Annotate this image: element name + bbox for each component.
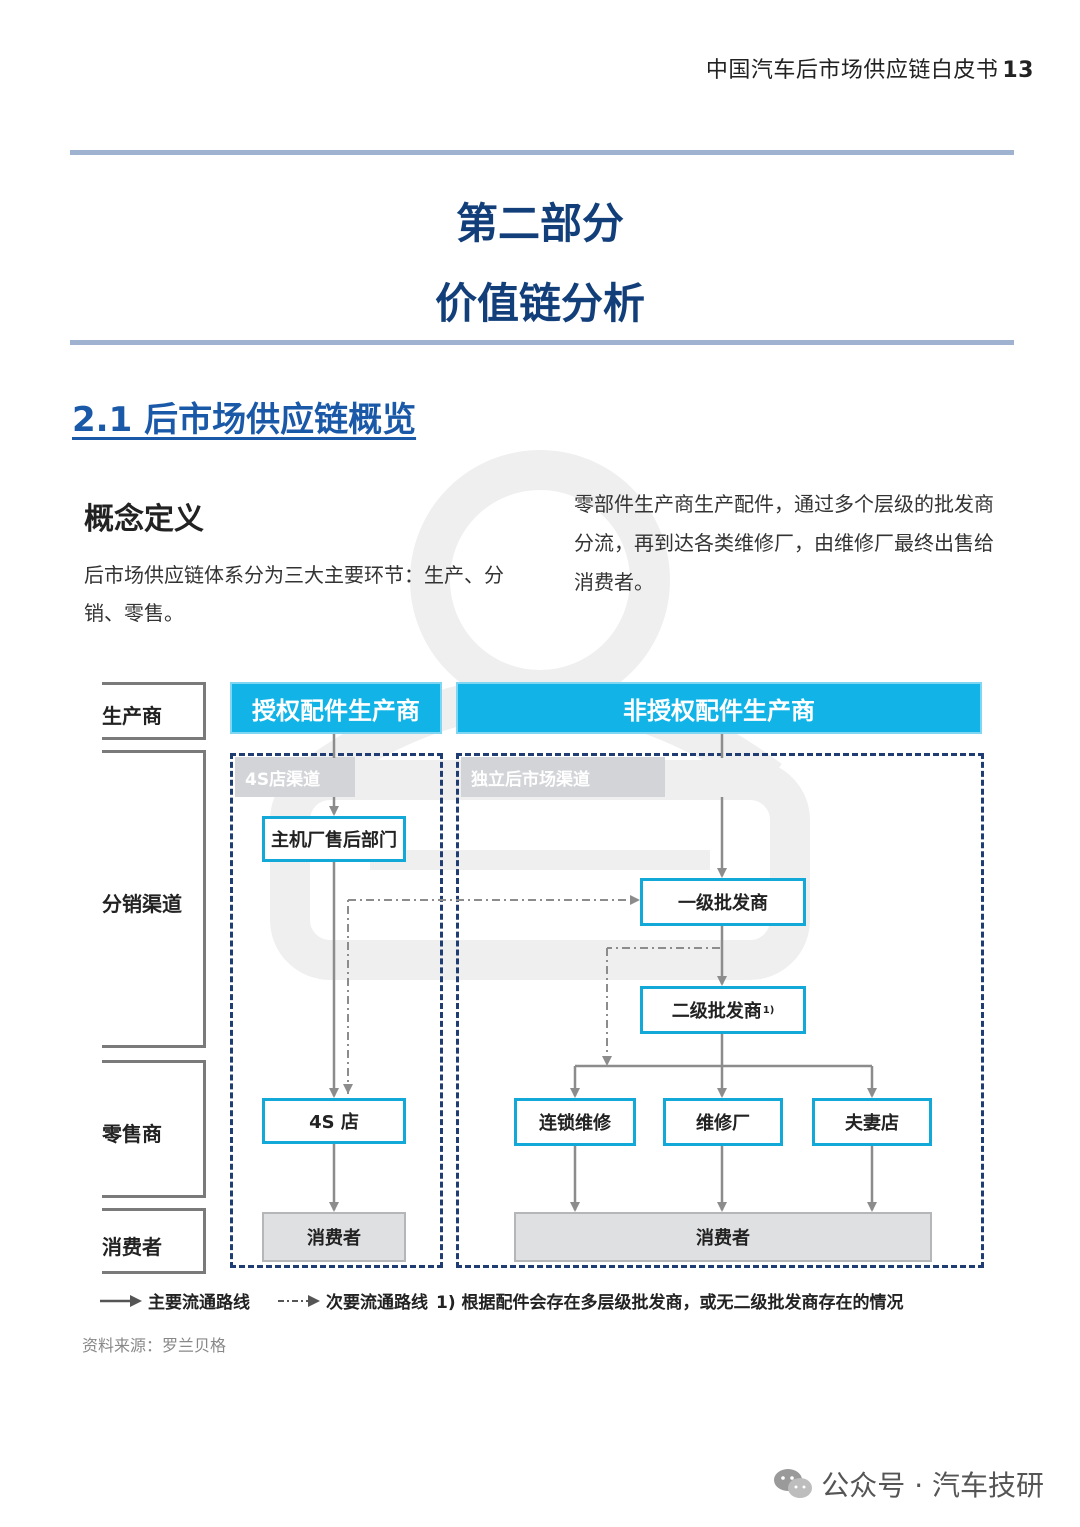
concept-right-text: 零部件生产商生产配件，通过多个层级的批发商分流，再到达各类维修厂，由维修厂最终出… [574,492,994,594]
page-number: 13 [1002,58,1034,83]
row-label-consumer: 消费者 [102,1235,162,1259]
footer-wechat-text: 公众号 · 汽车技研 [821,1469,1044,1502]
chain-repair-node: 连锁维修 [514,1098,636,1146]
tier1-wholesaler-node: 一级批发商 [640,878,806,926]
section-title: 2.1 后市场供应链概览 [72,400,417,440]
tier2-footnote-mark: 1) [762,1004,775,1016]
header-doc-title: 中国汽车后市场供应链白皮书 [705,58,999,83]
repair-shop-node: 维修厂 [663,1098,783,1146]
legend-footnote: 1) 根据配件会存在多层级批发商，或无二级批发商存在的情况 [436,1293,904,1313]
footer-wechat: 公众号 · 汽车技研 [773,1464,1044,1504]
bottom-rule [70,340,1014,345]
legend-primary-label: 主要流通路线 [148,1293,250,1313]
tier2-label: 二级批发商 [671,1001,762,1022]
row-bracket-producer [102,682,206,740]
independent-channel-region [456,753,984,1268]
row-label-distribution: 分销渠道 [102,892,182,916]
row-bracket-retailer [102,1060,206,1198]
dashdot-arrow-icon [278,1294,320,1307]
row-bracket-distribution [102,750,206,1048]
row-label-producer: 生产商 [102,704,162,728]
row-label-retailer: 零售商 [102,1122,162,1146]
row-bracket-consumer [102,1208,206,1274]
oem-channel-region [230,753,443,1268]
legend-secondary-label: 次要流通路线 [326,1293,428,1313]
concept-heading: 概念定义 [84,502,204,537]
authorized-maker-box: 授权配件生产商 [230,682,442,734]
part-title-line2: 价值链分析 [434,279,645,328]
solid-arrow-icon [100,1294,142,1307]
source-note: 资料来源：罗兰贝格 [82,1336,227,1355]
oem-aftersales-node: 主机厂售后部门 [262,816,406,862]
family-shop-node: 夫妻店 [812,1098,932,1146]
concept-left-text: 后市场供应链体系分为三大主要环节：生产、分销、零售。 [84,563,504,625]
store-4s-node: 4S 店 [262,1098,406,1144]
oem-channel-tag: 4S店渠道 [235,757,355,797]
consumer-left-box: 消费者 [262,1212,406,1262]
wechat-icon [774,1469,813,1498]
consumer-right-box: 消费者 [514,1212,932,1262]
unauthorized-maker-box: 非授权配件生产商 [456,682,982,734]
part-title-line1: 第二部分 [455,199,624,248]
independent-channel-tag: 独立后市场渠道 [461,757,665,797]
diagram-legend: 主要流通路线 次要流通路线 1) 根据配件会存在多层级批发商，或无二级批发商存在… [100,1288,904,1313]
top-rule [70,150,1014,155]
